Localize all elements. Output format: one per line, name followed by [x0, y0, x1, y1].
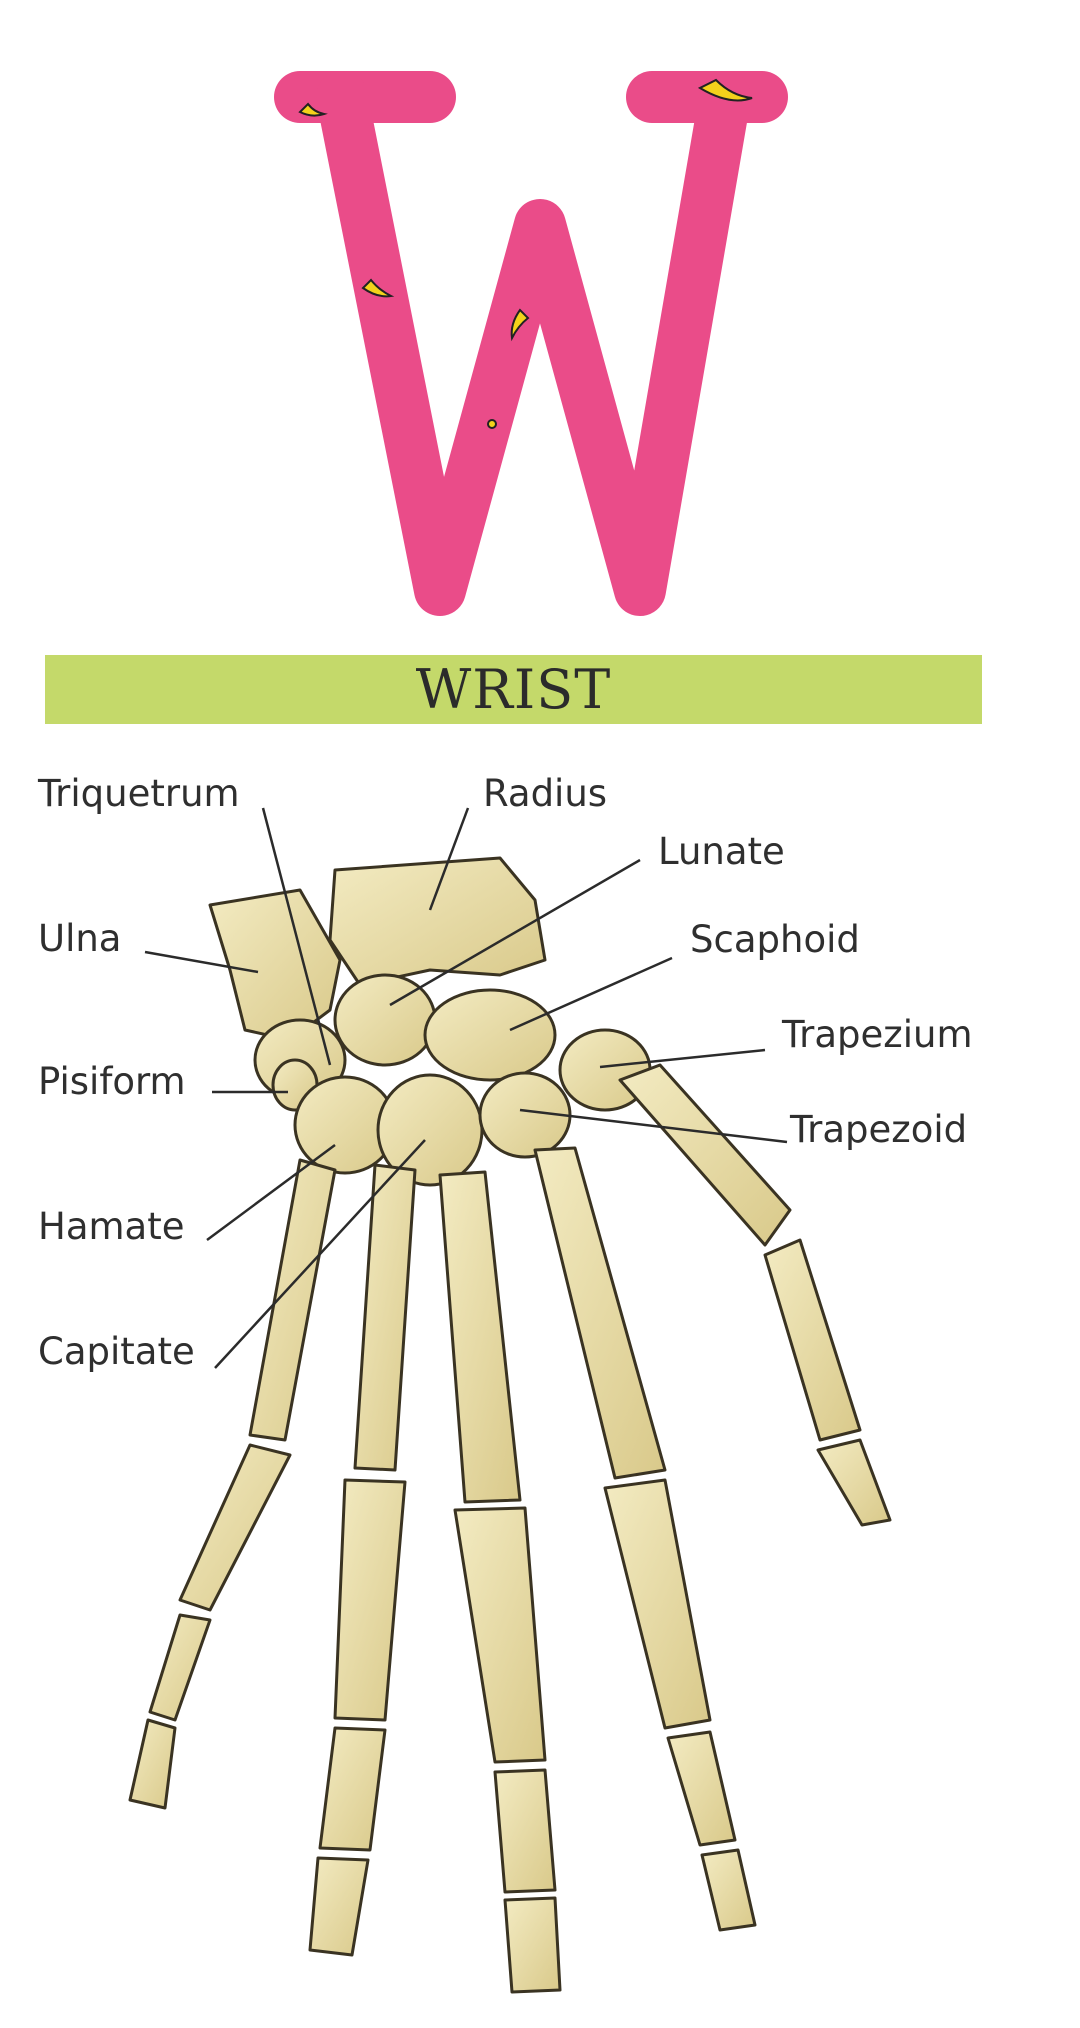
- label-hamate: Hamate: [38, 1205, 185, 1248]
- label-pisiform: Pisiform: [38, 1060, 186, 1103]
- label-capitate: Capitate: [38, 1330, 195, 1373]
- radius-bone: [328, 856, 547, 987]
- leader-lines: [144, 807, 788, 1369]
- label-trapezoid: Trapezoid: [790, 1108, 968, 1151]
- title-banner: WRIST: [45, 655, 982, 724]
- label-lunate: Lunate: [658, 830, 785, 873]
- scaphoid-bone: [423, 988, 557, 1082]
- banner-title: WRIST: [415, 658, 612, 721]
- ulna-bone: [208, 888, 342, 1042]
- label-radius: Radius: [483, 772, 608, 815]
- label-scaphoid: Scaphoid: [690, 918, 860, 961]
- letter-w-graphic: [274, 71, 788, 616]
- label-triquetrum: Triquetrum: [38, 772, 240, 815]
- label-ulna: Ulna: [38, 917, 122, 960]
- label-trapezium: Trapezium: [782, 1013, 973, 1056]
